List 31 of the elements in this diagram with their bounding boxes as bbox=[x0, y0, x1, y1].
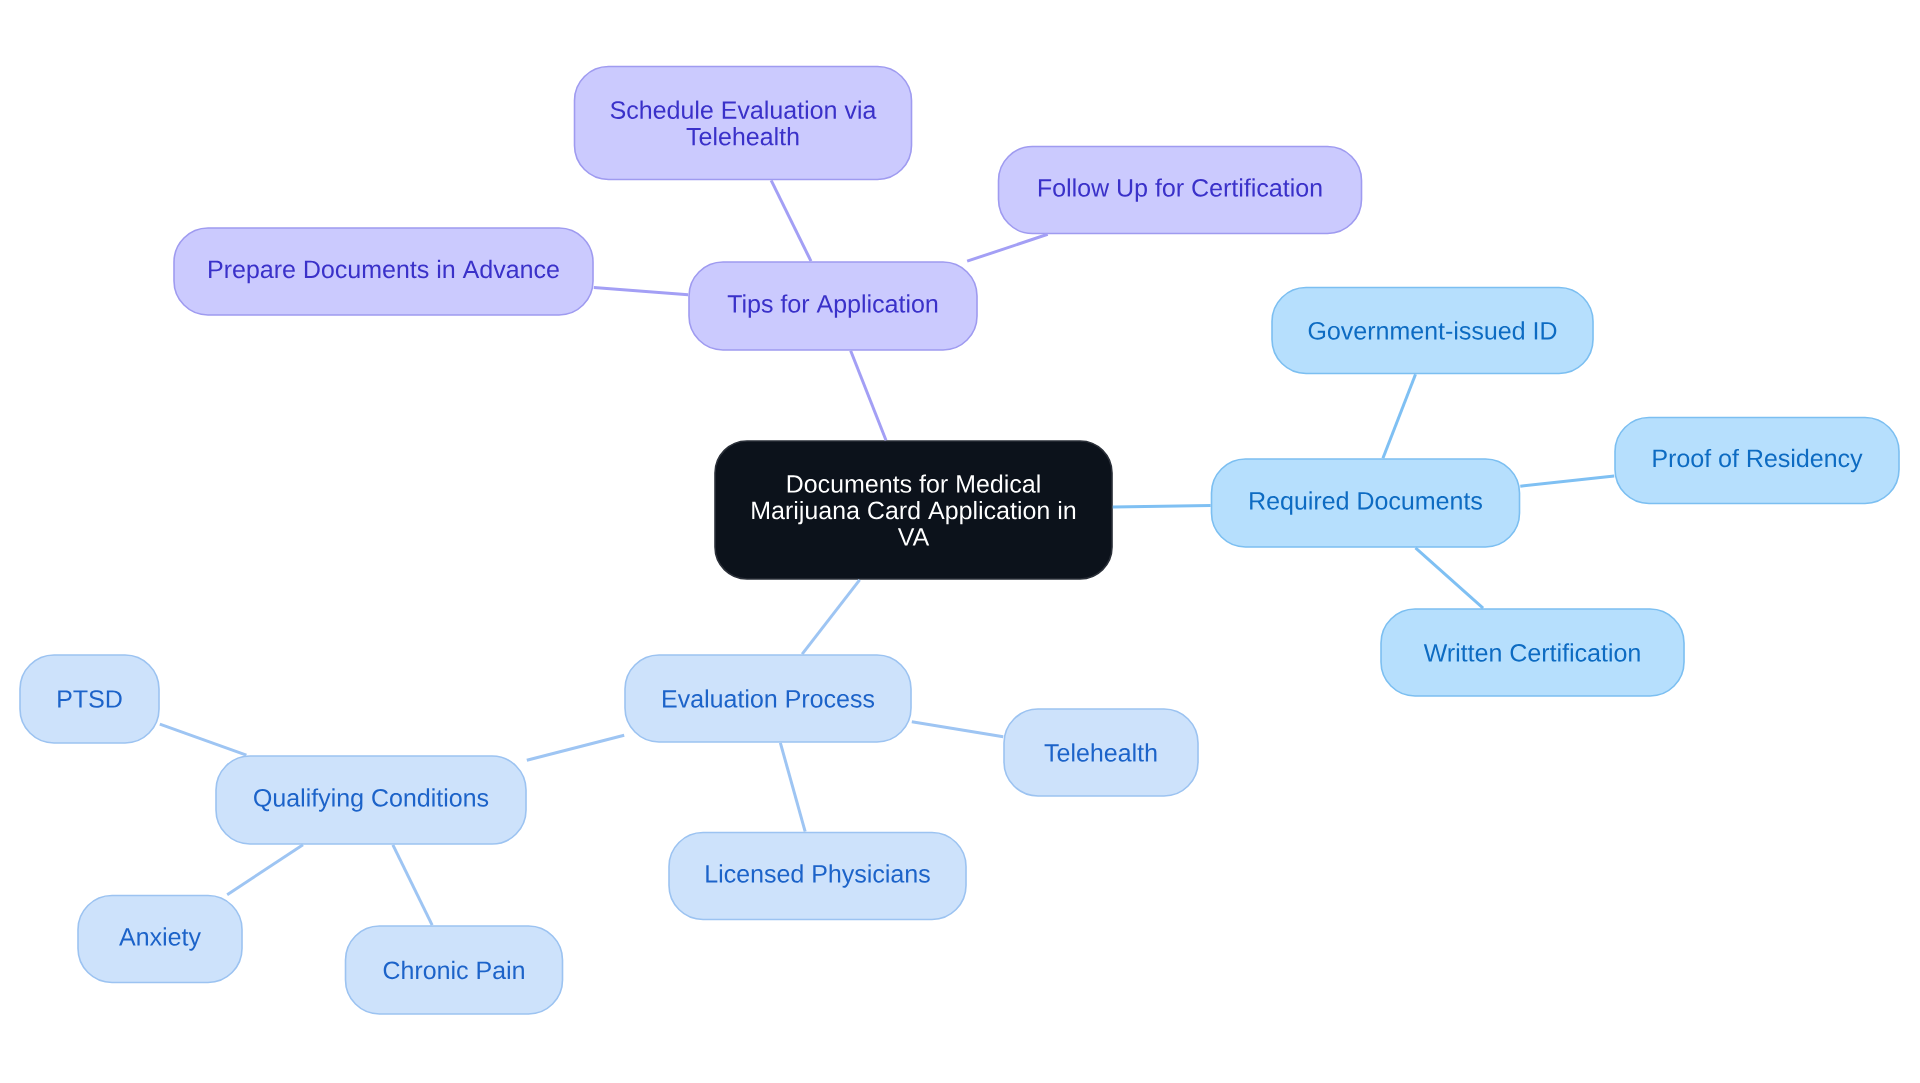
subtopic-box: Proof of Residency bbox=[1614, 416, 1900, 505]
connector-line bbox=[800, 578, 861, 656]
connector-line bbox=[391, 844, 434, 926]
subtopic-box: PTSD bbox=[19, 654, 160, 744]
connector-line bbox=[226, 843, 304, 896]
subtopic-box: Government-issued ID bbox=[1271, 286, 1594, 375]
connector-line bbox=[1112, 503, 1211, 509]
connector-line bbox=[526, 733, 625, 762]
connector-line bbox=[159, 722, 247, 757]
topic-box: Qualifying Conditions bbox=[215, 755, 527, 845]
subtopic-box: Chronic Pain bbox=[344, 925, 564, 1015]
subtopic-box: Anxiety bbox=[77, 894, 243, 984]
subtopic-box: Telehealth bbox=[1003, 708, 1199, 797]
connector-line bbox=[778, 742, 807, 833]
subtopic-box: Licensed Physicians bbox=[668, 831, 967, 921]
subtopic-box: Written Certification bbox=[1380, 608, 1685, 697]
connector-line bbox=[911, 720, 1004, 739]
connector-line bbox=[849, 350, 888, 441]
topic-box: Evaluation Process bbox=[624, 654, 912, 743]
connector-line bbox=[593, 286, 689, 297]
connector-line bbox=[966, 232, 1049, 263]
subtopic-box: Schedule Evaluation via Telehealth bbox=[573, 65, 913, 181]
connector-line bbox=[1520, 474, 1615, 488]
subtopic-box: Prepare Documents in Advance bbox=[173, 227, 594, 316]
connector-line bbox=[769, 179, 813, 262]
topic-box: Required Documents bbox=[1210, 458, 1521, 548]
connector-line bbox=[1381, 373, 1417, 459]
subtopic-box: Follow Up for Certification bbox=[997, 145, 1363, 235]
connector-line bbox=[1414, 546, 1485, 610]
central-topic-box: Documents for Medical Marijuana Card Application in VA bbox=[714, 440, 1113, 580]
topic-box: Tips for Application bbox=[688, 261, 978, 351]
